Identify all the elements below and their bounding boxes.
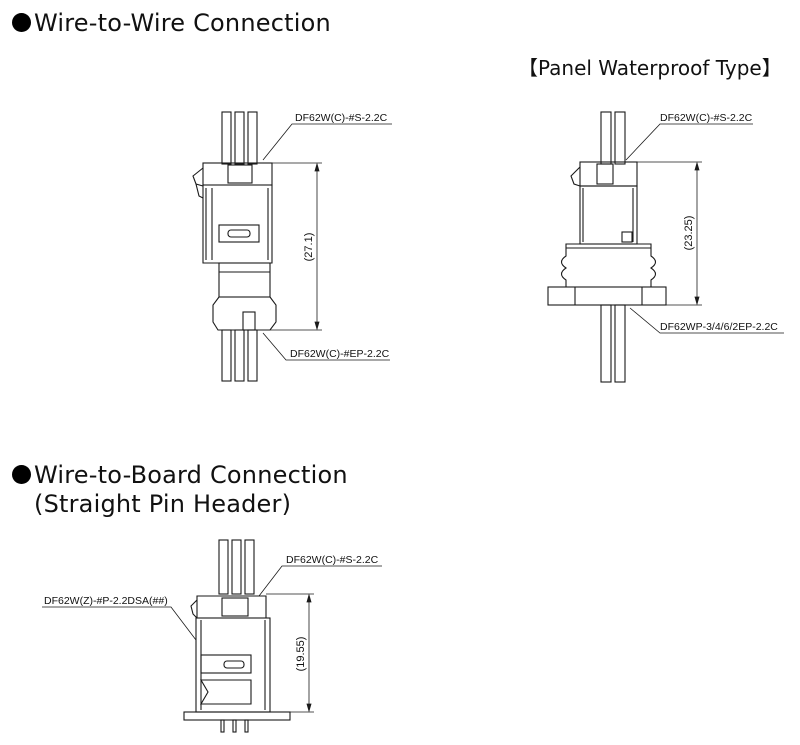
panel-socket-part-label: DF62W(C)-#S-2.2C [660, 112, 753, 124]
plug-body [218, 262, 271, 298]
section-title-wire-to-board: Wire-to-Board Connection [12, 462, 348, 489]
panel-plug-part-label: DF62WP-3/4/6/2EP-2.2C [660, 321, 778, 333]
top-wires [221, 111, 258, 165]
socket-housing-top [579, 161, 638, 187]
panel-waterproof-type-label: 【Panel Waterproof Type】 [518, 56, 782, 80]
plug-flange [212, 296, 277, 331]
dimension-line [266, 593, 314, 713]
panel-waterproof-connector-drawing [547, 111, 784, 383]
header-body [195, 617, 271, 713]
section-title-wire-to-wire: Wire-to-Wire Connection [12, 10, 331, 37]
panel-flange [547, 286, 667, 306]
socket-housing-top [196, 595, 267, 619]
socket-housing-top [202, 162, 273, 186]
dimension-line [637, 161, 702, 306]
w2w-socket-part-label: DF62W(C)-#S-2.2C [295, 112, 388, 124]
socket-body [202, 184, 273, 264]
w2b-header-part-label: DF62W(Z)-#P-2.2DSA(##) [44, 595, 168, 607]
waterproof-seal [560, 243, 657, 288]
w2b-dimension-value: (19.55) [295, 637, 307, 672]
wire-to-board-connector-drawing [42, 539, 382, 733]
panel-dimension-value: (23.25) [683, 216, 695, 251]
w2b-socket-part-label: DF62W(C)-#S-2.2C [286, 554, 379, 566]
w2w-plug-part-label: DF62W(C)-#EP-2.2C [290, 348, 390, 360]
bullet-icon [12, 13, 31, 32]
circuit-board [183, 711, 291, 721]
lock-window [218, 224, 260, 243]
w2w-dimension-value: (27.1) [303, 233, 315, 262]
bottom-wires [221, 329, 258, 382]
wire-to-wire-connector-drawing [192, 111, 392, 382]
bullet-icon [12, 465, 31, 484]
dimension-line [270, 162, 322, 331]
section-subtitle-straight-pin-header: (Straight Pin Header) [34, 490, 292, 518]
socket-body [579, 185, 638, 245]
